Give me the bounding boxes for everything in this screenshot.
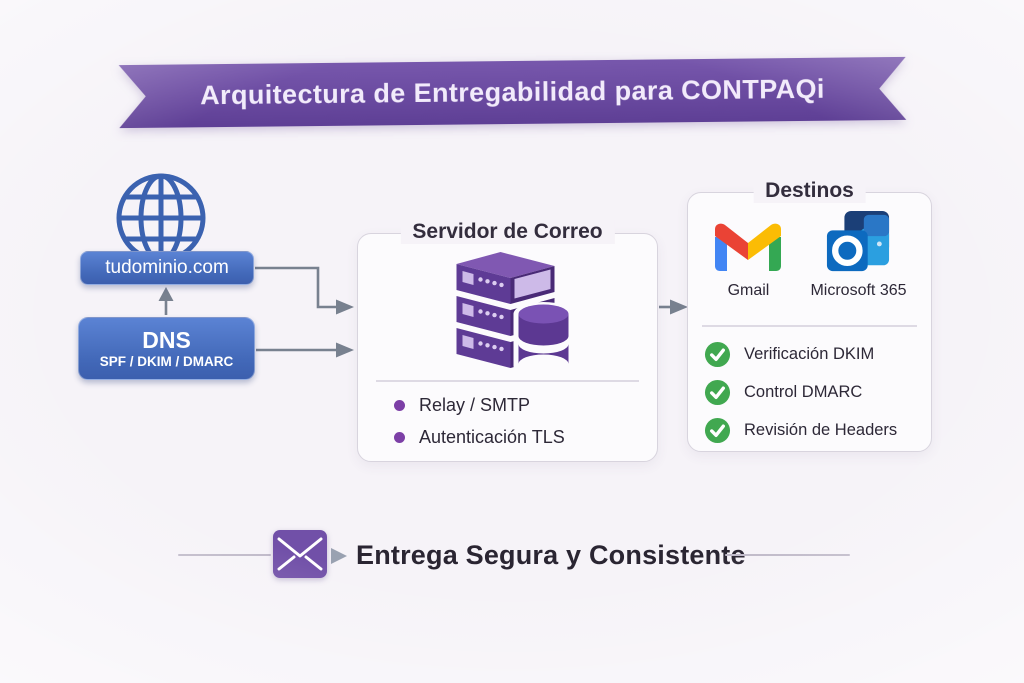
destinations-card-divider [702,325,917,327]
mail-server-card-title: Servidor de Correo [400,220,615,244]
dns-node: DNS SPF / DKIM / DMARC [78,317,255,380]
verification-checklist: Verificación DKIM Control DMARC Revisión… [704,335,897,449]
list-item: Autenticación TLS [394,421,565,453]
check-circle-icon [704,417,731,443]
provider-row: Gmail Microsoft 365 [688,209,931,300]
title-ribbon: Arquitectura de Entregabilidad para CONT… [119,57,907,128]
server-feature-label: Relay / SMTP [419,394,531,415]
dns-subtitle: SPF / DKIM / DMARC [99,354,234,369]
provider-label: Gmail [727,282,770,299]
list-item: Revisión de Headers [704,411,897,449]
footer-divider-right [725,554,850,556]
microsoft-365-icon [827,210,890,272]
provider-microsoft-365: Microsoft 365 [810,209,907,300]
bullet-dot-icon [394,431,405,443]
provider-gmail: Gmail [712,209,784,300]
footer-arrow-icon [331,548,347,564]
server-card-divider [376,380,639,382]
check-circle-icon [704,379,731,405]
check-label: Verificación DKIM [744,344,875,363]
server-feature-list: Relay / SMTP Autenticación TLS [394,389,565,453]
list-item: Control DMARC [704,373,897,411]
ribbon-shape: Arquitectura de Entregabilidad para CONT… [119,57,907,128]
gmail-icon [715,223,782,271]
check-label: Revisión de Headers [744,420,898,439]
check-label: Control DMARC [744,382,863,401]
provider-label: Microsoft 365 [810,282,907,299]
bullet-dot-icon [394,399,405,411]
check-circle-icon [704,341,731,367]
server-feature-label: Autenticación TLS [419,426,565,447]
dns-title: DNS [142,327,191,353]
list-item: Verificación DKIM [704,335,897,373]
envelope-icon [273,530,327,578]
domain-label: tudominio.com [105,257,229,278]
footer-tagline: Entrega Segura y Consistente [356,540,746,570]
mail-server-card: Servidor de Correo [357,220,658,462]
server-stack-icon [456,252,573,378]
page-title: Arquitectura de Entregabilidad para CONT… [199,73,825,111]
destinations-card-title: Destinos [753,179,866,203]
footer-divider-left [178,554,271,556]
destinations-card: Destinos Gmail [687,179,932,452]
list-item: Relay / SMTP [394,389,565,421]
domain-node: tudominio.com [80,251,254,285]
